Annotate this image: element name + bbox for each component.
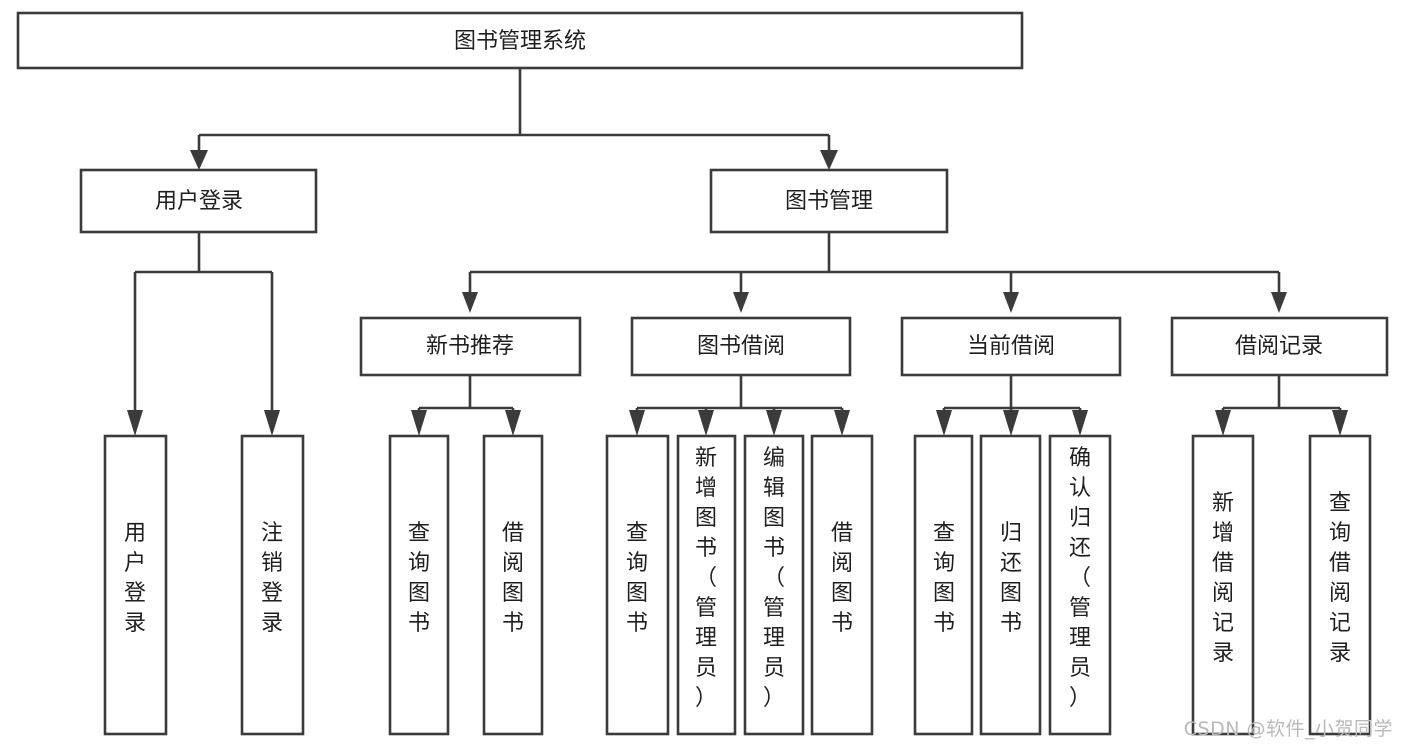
- node-leaf-user-login-box[interactable]: [103, 434, 168, 736]
- node-root[interactable]: 图书管理系统: [16, 11, 1024, 70]
- node-leaf-query-book-1-label: 查询图书: [408, 521, 430, 636]
- node-leaf-query-book-3[interactable]: 查询图书: [913, 434, 974, 736]
- node-book-borrow-box[interactable]: [630, 316, 852, 377]
- node-leaf-confirm-return-box[interactable]: [1048, 434, 1112, 736]
- arrowhead-leaf-query-book-3: [936, 410, 952, 436]
- arrowhead-book-borrow: [733, 292, 749, 313]
- node-new-book-recommend-label: 新书推荐: [426, 334, 514, 359]
- connector-group-new-book-recommend: [411, 375, 521, 436]
- node-user-login[interactable]: 用户登录: [79, 168, 318, 234]
- node-leaf-return-book-box[interactable]: [979, 434, 1042, 736]
- arrowhead-leaf-confirm-return: [1072, 410, 1088, 436]
- arrowhead-leaf-borrow-book-1: [505, 410, 521, 436]
- node-leaf-confirm-return-label: 确认归还（管理员）: [1069, 446, 1091, 711]
- arrowhead-book-management: [820, 150, 838, 170]
- node-leaf-borrow-book-2[interactable]: 借阅图书: [810, 434, 874, 736]
- node-leaf-edit-book-label: 编辑图书（管理员）: [763, 446, 785, 711]
- node-leaf-user-login-label: 用户登录: [124, 521, 146, 636]
- connector-group-root: [190, 68, 838, 170]
- node-leaf-query-book-3-box[interactable]: [913, 434, 974, 736]
- node-leaf-query-record-box[interactable]: [1308, 434, 1372, 736]
- node-leaf-query-record-label: 查询借阅记录: [1329, 491, 1351, 666]
- node-leaf-add-book-box[interactable]: [676, 434, 737, 736]
- node-user-login-label: 用户登录: [155, 189, 243, 214]
- node-leaf-query-book-1-box[interactable]: [388, 434, 450, 736]
- connector-group-user-login: [127, 232, 280, 436]
- node-leaf-borrow-book-1[interactable]: 借阅图书: [482, 434, 544, 736]
- node-current-borrow-label: 当前借阅: [967, 334, 1055, 359]
- node-leaf-return-book[interactable]: 归还图书: [979, 434, 1042, 736]
- node-user-login-box[interactable]: [79, 168, 318, 234]
- arrowhead-leaf-add-record: [1215, 410, 1231, 436]
- node-leaf-borrow-book-2-box[interactable]: [810, 434, 874, 736]
- arrowhead-user-login: [190, 150, 208, 170]
- node-book-borrow-label: 图书借阅: [697, 334, 785, 359]
- node-leaf-user-login[interactable]: 用户登录: [103, 434, 168, 736]
- node-borrow-record-box[interactable]: [1170, 316, 1389, 377]
- node-leaf-query-book-1[interactable]: 查询图书: [388, 434, 450, 736]
- node-new-book-recommend-box[interactable]: [359, 316, 582, 377]
- node-leaf-add-record-label: 新增借阅记录: [1212, 491, 1234, 666]
- node-leaf-query-book-2-label: 查询图书: [626, 521, 648, 636]
- node-leaf-logout-login-label: 注销登录: [261, 521, 283, 636]
- node-leaf-add-record-box[interactable]: [1191, 434, 1255, 736]
- node-leaf-add-book-label: 新增图书（管理员）: [695, 446, 717, 711]
- arrowhead-leaf-edit-book: [766, 410, 782, 436]
- node-leaf-logout-login[interactable]: 注销登录: [240, 434, 305, 736]
- node-leaf-confirm-return[interactable]: 确认归还（管理员）: [1048, 434, 1112, 736]
- node-root-box[interactable]: [16, 11, 1024, 70]
- node-current-borrow[interactable]: 当前借阅: [900, 316, 1122, 377]
- node-leaf-borrow-book-1-label: 借阅图书: [502, 521, 524, 636]
- node-leaf-query-book-2[interactable]: 查询图书: [605, 434, 670, 736]
- node-leaf-borrow-book-1-box[interactable]: [482, 434, 544, 736]
- node-leaf-edit-book[interactable]: 编辑图书（管理员）: [743, 434, 805, 736]
- arrowhead-current-borrow: [1003, 292, 1019, 313]
- node-borrow-record[interactable]: 借阅记录: [1170, 316, 1389, 377]
- arrowhead-new-book-recommend: [462, 292, 478, 313]
- arrowhead-leaf-query-book-2: [629, 410, 645, 436]
- arrowhead-leaf-return-book: [1003, 410, 1019, 436]
- arrowhead-leaf-logout-login: [264, 410, 280, 436]
- node-new-book-recommend[interactable]: 新书推荐: [359, 316, 582, 377]
- arrowhead-leaf-borrow-book-2: [834, 410, 850, 436]
- connector-group-book-borrow: [629, 375, 850, 436]
- connector-group-book-management: [462, 232, 1287, 313]
- node-root-label: 图书管理系统: [454, 29, 586, 54]
- node-leaf-add-record[interactable]: 新增借阅记录: [1191, 434, 1255, 736]
- arrowhead-borrow-record: [1271, 292, 1287, 313]
- node-leaf-query-book-2-box[interactable]: [605, 434, 670, 736]
- node-book-management[interactable]: 图书管理: [709, 168, 949, 234]
- node-book-borrow[interactable]: 图书借阅: [630, 316, 852, 377]
- node-leaf-logout-login-box[interactable]: [240, 434, 305, 736]
- arrowhead-leaf-add-book: [698, 410, 714, 436]
- node-leaf-query-book-3-label: 查询图书: [933, 521, 955, 636]
- node-book-management-box[interactable]: [709, 168, 949, 234]
- arrowhead-leaf-query-book-1: [411, 410, 427, 436]
- node-borrow-record-label: 借阅记录: [1235, 334, 1323, 359]
- arrowhead-leaf-user-login: [127, 410, 143, 436]
- node-leaf-return-book-label: 归还图书: [1000, 521, 1022, 636]
- node-leaf-edit-book-box[interactable]: [743, 434, 805, 736]
- arrowhead-leaf-query-record: [1332, 410, 1348, 436]
- node-current-borrow-box[interactable]: [900, 316, 1122, 377]
- node-leaf-query-record[interactable]: 查询借阅记录: [1308, 434, 1372, 736]
- csdn-watermark: CSDN @软件_小贺同学: [1183, 718, 1393, 740]
- connector-group-borrow-record: [1215, 375, 1348, 436]
- node-book-management-label: 图书管理: [785, 189, 873, 214]
- node-leaf-add-book[interactable]: 新增图书（管理员）: [676, 434, 737, 736]
- connector-group-current-borrow: [936, 375, 1088, 436]
- node-leaf-borrow-book-2-label: 借阅图书: [831, 521, 853, 636]
